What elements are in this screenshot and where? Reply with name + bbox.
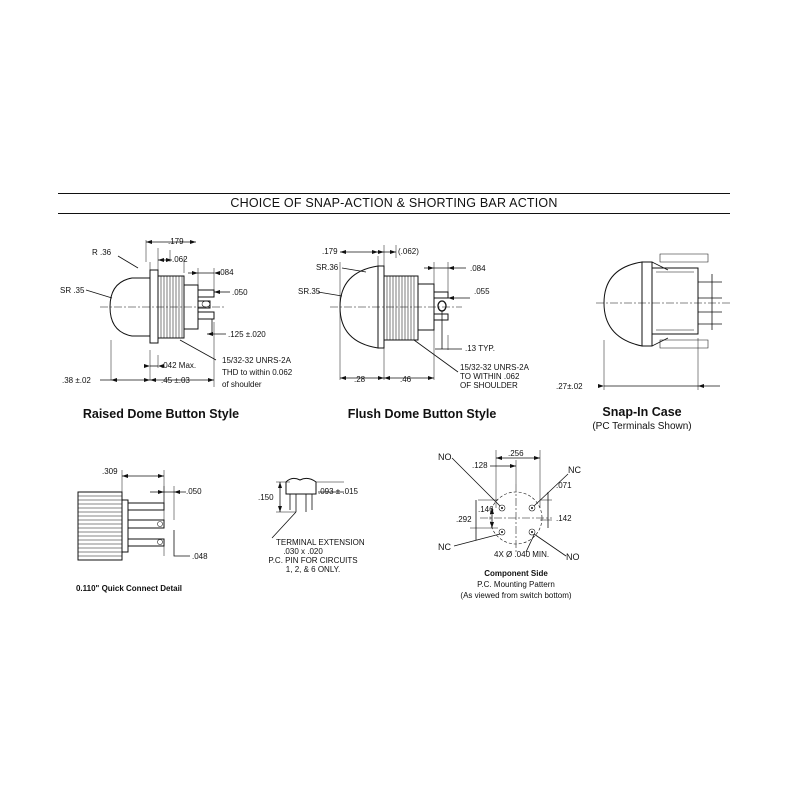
banner-top-rule — [58, 193, 730, 194]
mount-128-label: .128 — [472, 461, 488, 470]
qc-309-label: .309 — [102, 467, 118, 476]
flush-thread-line2: TO WITHIN .062 — [460, 372, 520, 381]
mount-no-topleft: NO — [438, 452, 452, 462]
flush-084-label: .084 — [470, 264, 486, 273]
pc-pin-drawing: .150 .093 ± .015 TERMINAL EXTENSION .030… — [258, 477, 365, 574]
flush-thread-line1: 15/32-32 UNRS-2A — [460, 363, 530, 372]
flush-46-label: .46 — [400, 375, 412, 384]
quick-connect-caption: 0.110" Quick Connect Detail — [76, 584, 182, 593]
mount-146-label: .146 — [478, 505, 494, 514]
mount-071-label: .071 — [556, 481, 572, 490]
flush-179-label: .179 — [322, 247, 338, 256]
raised-062-label: .062 — [172, 255, 188, 264]
mount-no-bottomright: NO — [566, 552, 580, 562]
raised-sr35-label: SR .35 — [60, 286, 85, 295]
flush-thread-line3: OF SHOULDER — [460, 381, 518, 390]
raised-084-label: .084 — [218, 268, 234, 277]
flush-sr36-label: SR.36 — [316, 263, 339, 272]
raised-thread-line3: of shoulder — [222, 380, 262, 389]
raised-042-label: .042 Max. — [161, 361, 196, 370]
pc-093-label: .093 ± .015 — [318, 487, 359, 496]
raised-thread-line2: THD to within 0.062 — [222, 368, 293, 377]
mount-292-label: .292 — [456, 515, 472, 524]
pc-note-line4: 1, 2, & 6 ONLY. — [286, 565, 340, 574]
banner-title: CHOICE OF SNAP-ACTION & SHORTING BAR ACT… — [230, 196, 558, 210]
raised-050-label: .050 — [232, 288, 248, 297]
mounting-sub1: P.C. Mounting Pattern — [477, 580, 555, 589]
qc-050-label: .050 — [186, 487, 202, 496]
flush-sr35-label: SR.35 — [298, 287, 321, 296]
pc-150-label: .150 — [258, 493, 274, 502]
flush-055-label: .055 — [474, 287, 490, 296]
flush-062-label: (.062) — [398, 247, 419, 256]
flush-dome-drawing: .179 (.062) SR.36 .084 SR.35 .055 .13 TY… — [298, 245, 530, 421]
pc-note-line3: P.C. PIN FOR CIRCUITS — [268, 556, 357, 565]
mounting-pattern-drawing: NO .256 .128 NC .071 .146 .292 .142 NC 4… — [438, 449, 581, 600]
snap-in-caption: Snap-In Case — [602, 405, 681, 419]
raised-179-label: .179 — [168, 237, 184, 246]
raised-thread-line1: 15/32-32 UNRS-2A — [222, 356, 292, 365]
snapin-27-label: .27±.02 — [556, 382, 583, 391]
pc-note-line1: TERMINAL EXTENSION — [276, 538, 365, 547]
snap-in-drawing: .27±.02 Snap-In Case (PC Terminals Shown… — [556, 253, 730, 432]
raised-dome-caption: Raised Dome Button Style — [83, 407, 239, 421]
mount-holes-label: 4X Ø .040 MIN. — [494, 550, 549, 559]
qc-048-label: .048 — [192, 552, 208, 561]
raised-125-label: .125 ±.020 — [228, 330, 266, 339]
raised-dome-drawing: R .36 .179 .062 .084 SR .35 .050 .125 ±.… — [60, 237, 293, 421]
quick-connect-drawing: .309 .050 .048 0.110" Quick Connect Deta… — [76, 467, 208, 593]
mount-nc-topright: NC — [568, 465, 581, 475]
mount-142-label: .142 — [556, 514, 572, 523]
raised-45-label: .45 ±.03 — [161, 376, 190, 385]
snap-in-subcaption: (PC Terminals Shown) — [592, 421, 691, 432]
flush-28-label: .28 — [354, 375, 366, 384]
flush-dome-caption: Flush Dome Button Style — [348, 407, 497, 421]
raised-r36-label: R .36 — [92, 248, 112, 257]
pc-note-line2: .030 x .020 — [283, 547, 323, 556]
mounting-caption: Component Side — [484, 569, 548, 578]
mounting-sub2: (As viewed from switch bottom) — [460, 591, 571, 600]
mount-256-label: .256 — [508, 449, 524, 458]
banner-bottom-rule — [58, 213, 730, 214]
mount-nc-bottomleft: NC — [438, 542, 451, 552]
flush-13-label: .13 TYP. — [465, 344, 495, 353]
raised-38-label: .38 ±.02 — [62, 376, 91, 385]
